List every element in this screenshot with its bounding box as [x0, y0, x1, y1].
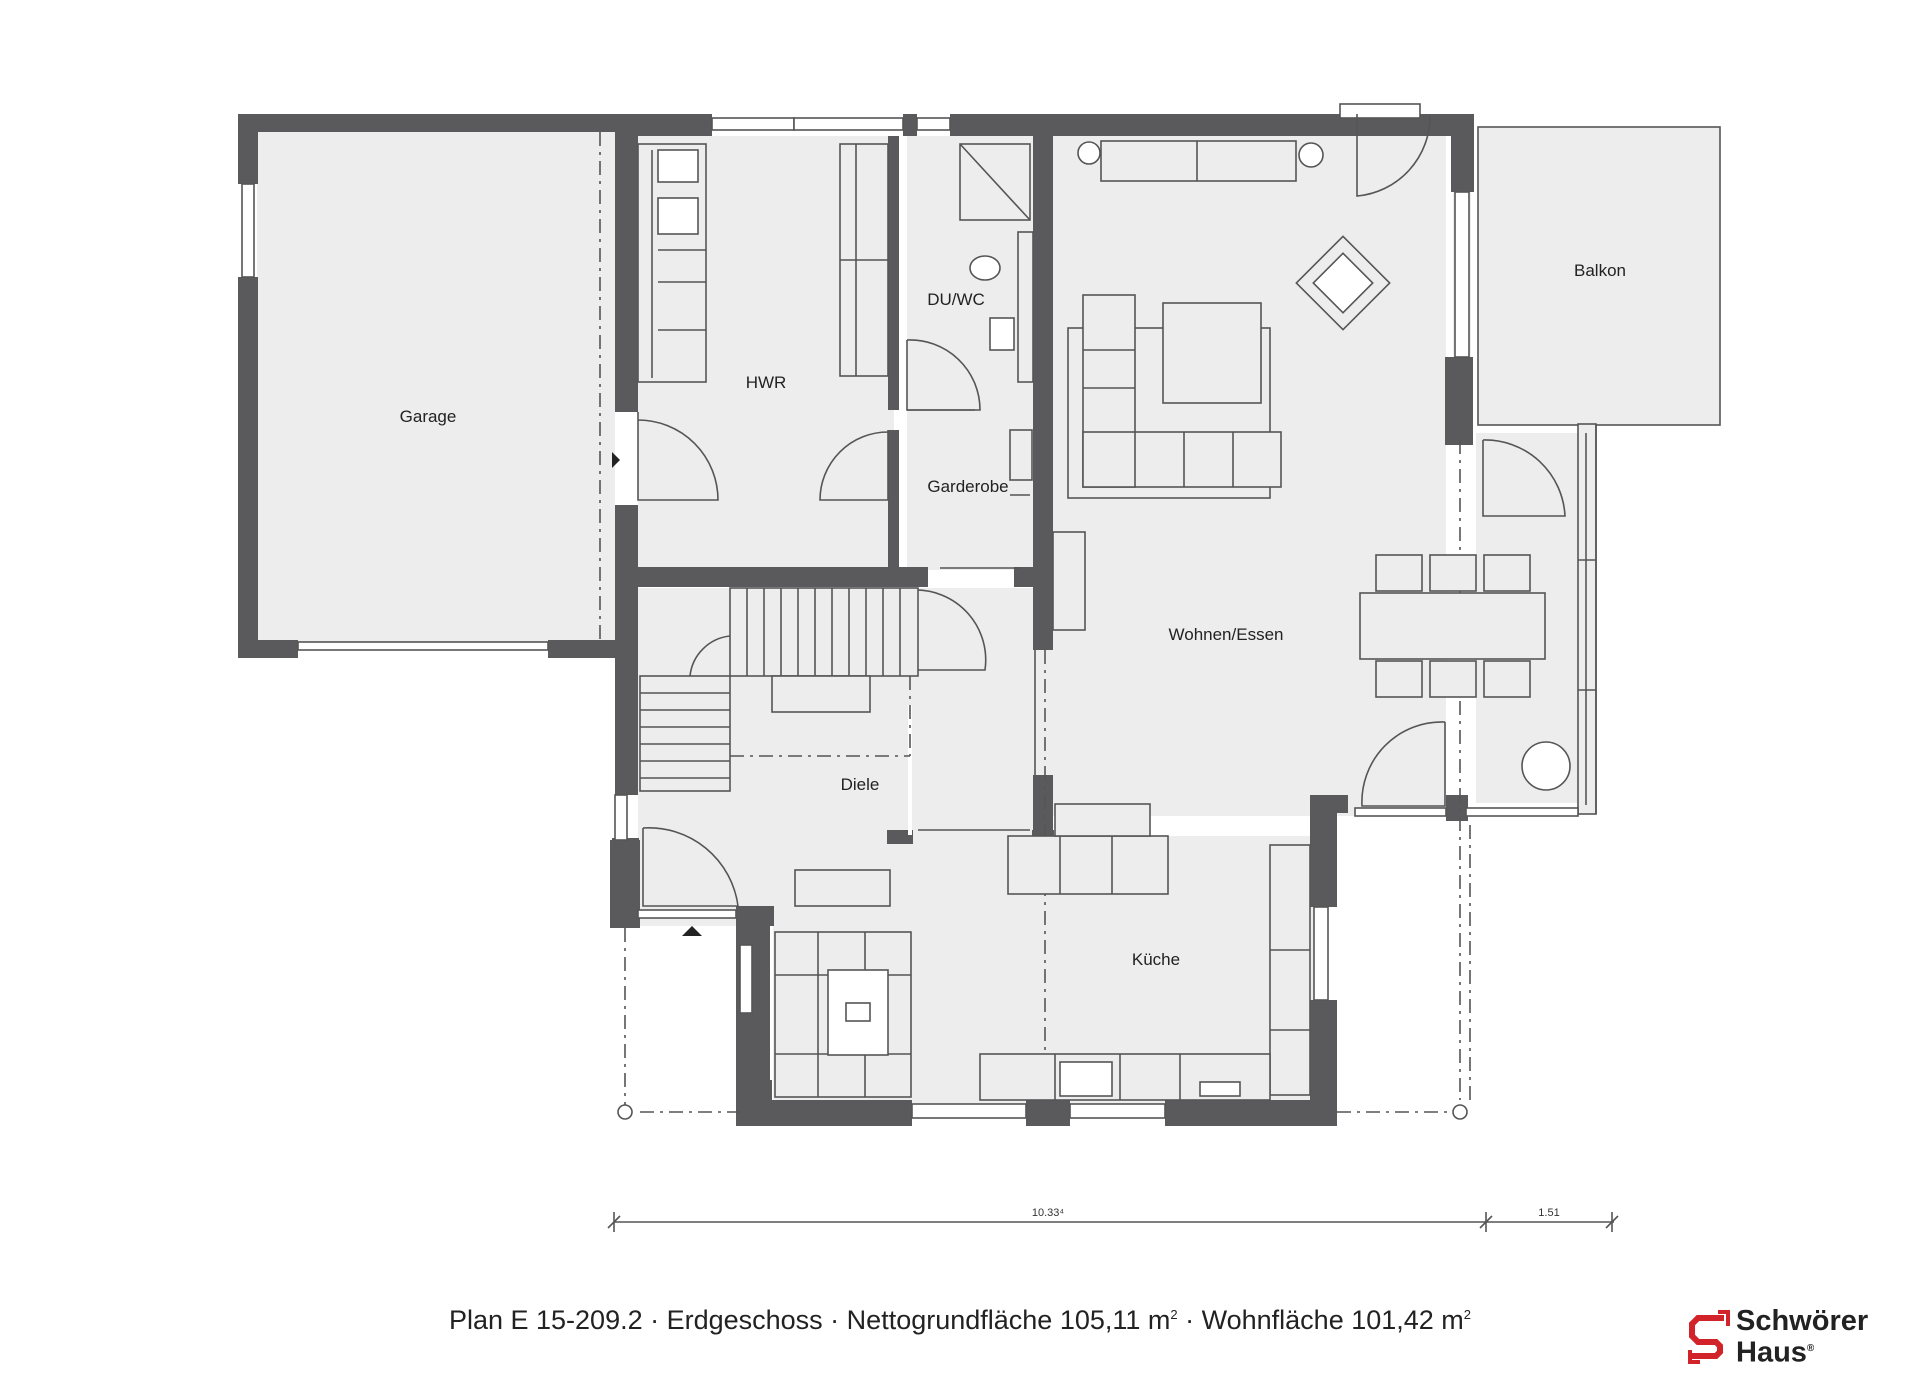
dimension-main: 10.33⁴ [1032, 1207, 1065, 1219]
label-wohnen-essen: Wohnen/Essen [1169, 625, 1284, 644]
label-garderobe: Garderobe [927, 477, 1008, 496]
caption-sup-1: 2 [1170, 1307, 1178, 1322]
label-garage: Garage [400, 407, 457, 426]
doors [612, 114, 1566, 936]
dimension-line: 10.33⁴ 1.51 [607, 1207, 1619, 1232]
logo-line2: Haus [1736, 1336, 1807, 1369]
caption-text-2: · Wohnfläche 101,42 m [1177, 1305, 1464, 1335]
label-du-wc: DU/WC [927, 290, 985, 309]
logo-s-icon [1688, 1310, 1730, 1364]
caption-sup-2: 2 [1463, 1307, 1472, 1322]
label-hwr: HWR [746, 373, 787, 392]
plan-caption: Plan E 15-209.2 · Erdgeschoss · Nettogru… [0, 1305, 1920, 1336]
balcony [1477, 126, 1721, 815]
walls [238, 114, 1474, 1126]
label-balkon: Balkon [1574, 261, 1626, 280]
windows [241, 103, 1579, 1119]
room-labels: Garage HWR DU/WC Garderobe Wohnen/Essen … [400, 261, 1626, 969]
logo-mark: ® [1806, 1343, 1815, 1354]
caption-text-1: Plan E 15-209.2 · Erdgeschoss · Nettogru… [448, 1305, 1171, 1335]
dimension-balcony: 1.51 [1538, 1207, 1559, 1219]
furniture [637, 140, 1571, 1101]
label-diele: Diele [841, 775, 880, 794]
label-kueche: Küche [1132, 950, 1180, 969]
logo-line1: Schwörer [1736, 1305, 1869, 1337]
